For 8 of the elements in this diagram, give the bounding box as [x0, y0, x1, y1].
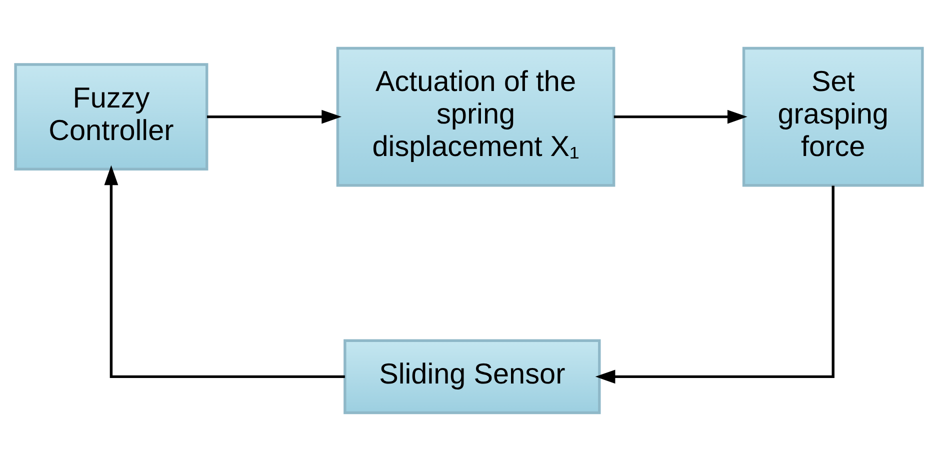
- node-box: Actuation of the spring displacement X₁: [336, 46, 616, 187]
- arrow: [206, 110, 342, 124]
- node-box: Sliding Sensor: [344, 339, 601, 414]
- node-box: Fuzzy Controller: [14, 63, 208, 170]
- arrow: [614, 110, 748, 124]
- node-box: Set grasping force: [742, 46, 924, 187]
- arrow: [595, 186, 834, 384]
- arrow: [104, 165, 345, 378]
